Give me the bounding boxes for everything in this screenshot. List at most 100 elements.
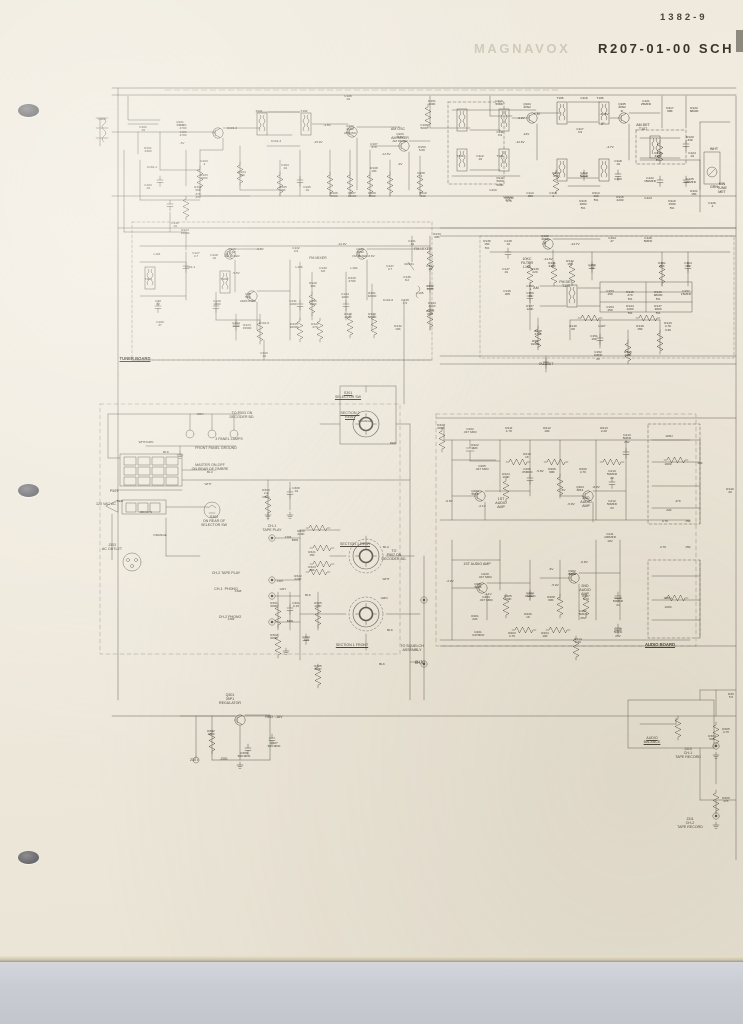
component-ref: C220 .047 MFD — [478, 572, 492, 580]
schematic-note: FM — [534, 112, 540, 116]
component-ref: Q201 56F5 — [474, 582, 482, 590]
component-ref: C103 .1 — [200, 159, 208, 167]
component-ref: R210 1K — [523, 452, 531, 460]
voltage-annotation: -12.6V — [515, 140, 525, 144]
component-ref: R118 3300 5% — [654, 151, 662, 162]
component-ref: CR112 270 — [504, 196, 514, 204]
component-ref: C153 150 — [606, 289, 614, 297]
component-ref: R302 680K — [270, 633, 278, 641]
component-ref: R144 1200 5% — [626, 304, 634, 315]
binder-hole-bottom — [18, 851, 39, 864]
schematic-note: 1ST AUDIO AMP — [463, 562, 491, 566]
schematic-note: J301 — [220, 757, 228, 761]
component-ref: C102 .01 — [144, 183, 152, 191]
component-ref: C213 5MFD 25V — [622, 433, 632, 444]
component-ref: C117 3.9 — [576, 127, 584, 135]
voltage-annotation: -12V — [522, 132, 530, 136]
component-ref: R140 40 — [726, 487, 734, 495]
component-ref: C302 .015 — [302, 635, 310, 643]
component-ref: R135 68K — [426, 309, 434, 317]
component-ref: R141 3300 — [548, 261, 556, 269]
wire-color-label: RED — [389, 441, 397, 445]
component-ref: R133 68K — [433, 232, 441, 240]
component-ref: C203 .047 MFD — [479, 595, 493, 603]
wire-color-label: WHT — [204, 482, 212, 486]
wire-color-label: BRN — [286, 619, 294, 623]
wire-color-label: BLK — [305, 593, 311, 597]
schematic-note: MIN TUNE MET — [717, 182, 727, 194]
component-ref: C119 5MFD — [579, 171, 589, 179]
component-ref: R134 3600 5% — [428, 301, 436, 312]
schematic-note: FM DET T110 — [559, 280, 573, 288]
component-ref: C211 100MFD 10V — [604, 532, 616, 543]
component-ref: R119 1500 5% — [668, 199, 676, 210]
component-ref: R139 220 — [531, 267, 539, 275]
component-ref: R121 15K — [690, 189, 698, 197]
component-ref: R114 100 5% — [592, 191, 600, 202]
binder-hole-middle — [18, 484, 39, 497]
schematic-note: AM DET T107 — [636, 123, 650, 131]
component-ref: C109 47 — [156, 320, 164, 328]
component-ref: R146 68000 5% — [653, 290, 663, 301]
component-ref: C201 .047MFD — [471, 630, 485, 638]
wire-color-label: ORANGE — [358, 419, 372, 423]
component-ref: R324 680K — [437, 423, 445, 431]
component-ref: C124 .01 — [688, 151, 696, 159]
component-ref: R145 120K — [624, 350, 632, 358]
component-ref: R138 4700 — [534, 329, 542, 337]
component-ref: C156 .01 — [588, 263, 596, 271]
component-ref: C122 150MFD — [644, 176, 656, 184]
component-ref: R207 4.7K — [582, 594, 590, 602]
voltage-annotation: -4.8V — [323, 123, 331, 127]
wire-color-label: BLU — [382, 545, 390, 549]
component-ref: R206 68K — [548, 467, 556, 475]
component-ref: R129 4700 — [348, 276, 356, 284]
component-ref: R213 2.2K — [600, 426, 608, 434]
wire-color-label: RED — [116, 499, 124, 503]
component-ref: C154 150 — [606, 305, 614, 313]
component-ref: C111 3.9 — [496, 130, 504, 138]
component-ref: R128 2000 — [344, 312, 352, 320]
schematic-note: IF — [601, 122, 605, 126]
schematic-note: FM MIXER — [309, 256, 327, 260]
component-ref: J308 — [234, 589, 242, 593]
component-ref: R116 2200 — [616, 195, 624, 203]
component-ref: C101 4700 4103 4700 — [179, 123, 187, 137]
component-ref: C132 3.9 — [292, 246, 300, 254]
component-ref: R205 100K — [504, 594, 512, 602]
component-ref: T109 — [220, 277, 228, 281]
schematic-block-label: S301 SELECTOR SW — [334, 391, 362, 399]
voltage-annotation: -3.8V — [225, 252, 233, 256]
component-ref: T102 — [300, 109, 308, 113]
component-ref: T105 — [556, 96, 564, 100]
voltage-annotation: -5.81V — [567, 572, 577, 576]
component-ref: C139 1.5 — [401, 298, 409, 306]
component-ref: 22K — [666, 508, 672, 512]
component-ref: C164 47 — [608, 236, 616, 244]
voltage-annotation: -4.7V — [606, 145, 614, 149]
component-ref: R126 10K — [309, 281, 317, 289]
component-ref: R136 15K 5% — [483, 239, 491, 250]
wire-color-label: GRN — [380, 596, 388, 600]
component-ref: R125 10000 — [289, 322, 299, 330]
model-title: R207-01-00 SCH — [598, 41, 735, 56]
component-ref: Q102 41N2 AM OSC — [343, 124, 357, 135]
component-ref: L101 — [153, 252, 161, 256]
component-ref: C128 .01 — [210, 253, 218, 261]
voltage-annotation: -2.1V — [484, 592, 492, 596]
voltage-annotation: -3V — [179, 141, 185, 145]
component-ref: C128 5MFD — [643, 236, 653, 244]
component-ref: R321 15K — [308, 550, 316, 558]
component-ref: C107 470 — [370, 142, 378, 150]
component-ref: C137 4.7 — [386, 264, 394, 272]
wire-color-label: BLK — [163, 450, 169, 454]
voltage-annotation: -6V — [548, 567, 554, 571]
schematic-note: TO P507 ON DECODER BD. — [381, 549, 407, 561]
component-ref: C160 .1 — [526, 284, 534, 292]
wire-color-label: ORANGE — [153, 533, 167, 537]
component-ref: R140 68 — [569, 324, 577, 332]
component-ref: 4.7K — [661, 519, 669, 523]
voltage-annotation: -14.3V — [543, 257, 553, 261]
wire-color-label: WHT/GRN — [138, 440, 154, 444]
component-ref: C204 .05MFD — [524, 591, 536, 599]
